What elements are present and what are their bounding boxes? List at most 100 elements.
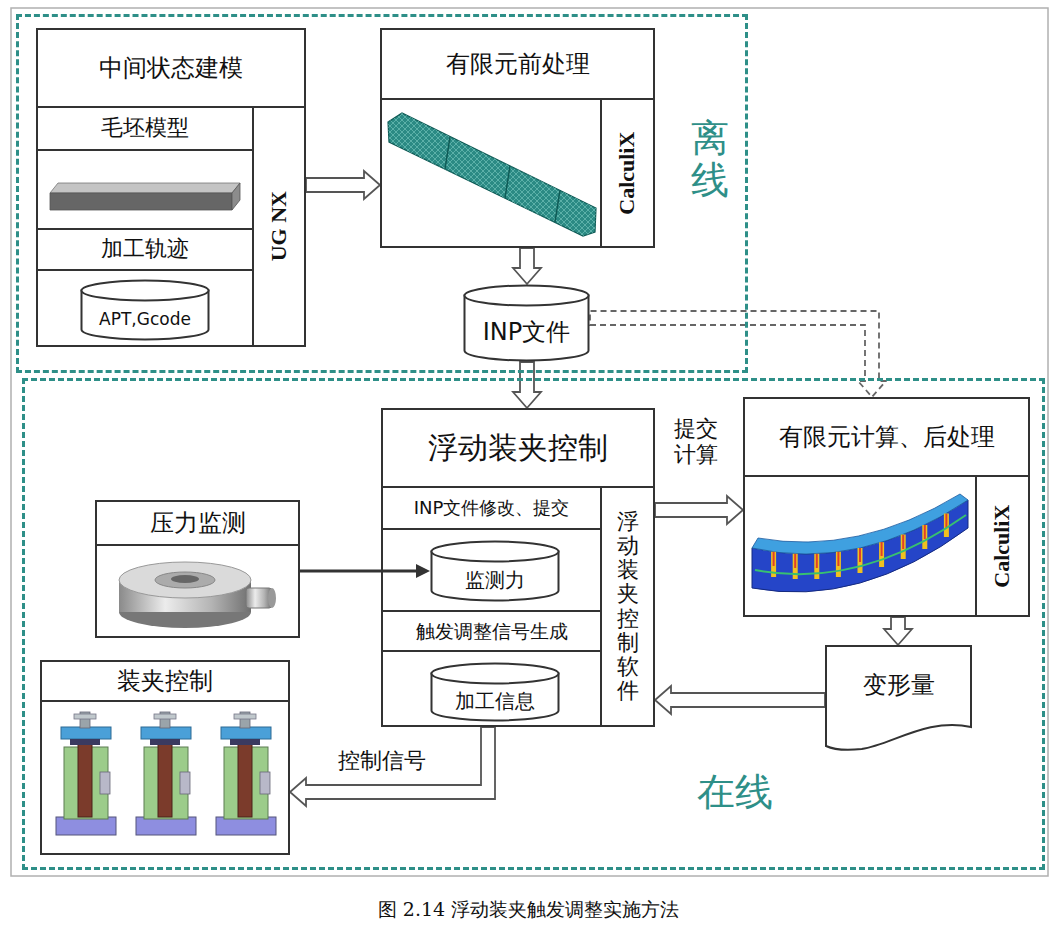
node-text: 毛坯模型 [101,115,189,141]
node-text: 有限元前处理 [446,50,590,79]
node-text: 压力监测 [150,509,246,538]
hollow-arrow [590,311,886,397]
document-shape: 变形量 [825,645,972,753]
cylinder-top [432,664,559,684]
node-text: APT,Gcode [99,309,191,329]
fe-result-picture [752,494,968,592]
beam-top [752,494,968,554]
edge-label: 提交 计算 [668,416,724,469]
process-box: 装夹控制 [40,660,290,855]
text-cell: 加工信息 [430,680,560,722]
text-cell: 监测力 [430,558,560,602]
text-cell: 压力监测 [97,502,298,546]
node-text: 有限元计算、后处理 [779,423,995,452]
node-text: CalculiX [614,131,640,214]
force-sensor-picture [119,562,276,628]
table-row: 触发调整信号生成 [383,610,600,652]
text-cell: APT,Gcode [80,297,210,341]
text-cell: INP文件修改、提交 [383,488,600,528]
connector [306,171,380,199]
cylinder-top [432,542,559,562]
bar-side [232,183,240,210]
process-box: 有限元前处理 CalculiX [380,28,655,248]
node-text: 离线 [691,118,729,202]
text-cell: 浮动装夹控制软件 [600,488,653,725]
node-text: 浮动装夹控制 [428,430,608,466]
text-cell: 触发调整信号生成 [383,612,600,650]
cylinder-top [82,281,209,301]
text-cell: UG NX [252,108,304,345]
text-cell: CalculiX [975,477,1028,615]
table-row: INP文件修改、提交 [383,488,600,530]
database-cylinder: 加工信息 [430,662,560,722]
sensor-top [119,562,251,598]
connector [513,248,541,284]
text-cell: 装夹控制 [42,662,288,702]
node-text: INP文件 [483,318,571,347]
figure-frame [11,8,1048,876]
edge-label: 控制信号 [336,748,428,774]
mesh-picture [388,113,596,236]
node-text: 在线 [697,770,773,816]
hollow-arrow [655,686,825,714]
table-row: 加工轨迹 [38,228,252,271]
hollow-arrow [513,248,541,284]
beam-band [755,515,966,574]
connector [290,727,495,806]
hollow-arrow [290,727,495,806]
dashed-region: 离线 中间状态建模 UG NX 毛坯模型加工轨迹 APT,Gcode 有限元前处理 Calc… [16,14,748,373]
text-cell: 变形量 [825,645,972,725]
node-text: UG NX [266,191,292,261]
connector [884,617,912,645]
node-text: 加工轨迹 [101,236,189,262]
document-outline [825,645,972,753]
bar-front [50,193,232,210]
mesh-grid [388,113,596,236]
text-cell: CalculiX [600,100,653,246]
process-box: 浮动装夹控制浮动装夹控制软件 INP文件修改、提交监测力触发调整信号生成加工信息 [381,408,655,727]
hollow-arrow [884,617,912,645]
node-text: 加工信息 [455,689,535,713]
table-row: 毛坯模型 [38,108,252,151]
node-text: 装夹控制 [117,667,213,696]
database-cylinder: INP文件 [463,284,590,362]
cylinder-top [465,286,589,306]
beam-ribs [774,513,947,579]
connector [655,496,743,524]
connector [655,686,825,714]
mesh-beam [388,113,596,236]
text-cell: 加工轨迹 [38,230,252,269]
process-box: 有限元计算、后处理 CalculiX [743,397,1030,617]
document-body [826,646,971,750]
connector [590,311,886,397]
blank-bar-picture [50,183,240,210]
mesh-ribs [445,137,560,222]
database-cylinder: APT,Gcode [80,279,210,341]
node-text: INP文件修改、提交 [414,497,570,519]
text-cell: INP文件 [463,302,590,362]
text-cell: 有限元计算、后处理 [745,399,1028,477]
node-text: CalculiX [989,504,1015,587]
text-cell: 浮动装夹控制 [383,410,653,488]
beam-stress [774,514,947,568]
node-text: 变形量 [863,671,935,700]
hollow-arrow [513,362,541,408]
hollow-arrow [655,496,743,524]
sensor-hole [171,575,199,583]
dashed-region: 在线 浮动装夹控制浮动装夹控制软件 INP文件修改、提交监测力触发调整信号生成加工信… [22,378,1045,870]
text-cell: 在线 [680,768,790,818]
node-text: 中间状态建模 [99,54,243,83]
text-cell: 中间状态建模 [38,30,304,108]
node-text: 触发调整信号生成 [416,620,568,643]
process-box: 压力监测 [95,500,300,638]
node-text: 监测力 [465,568,525,592]
fixture-pictures [56,712,276,835]
sensor-ring [155,572,215,588]
connector [513,362,541,408]
fixture-unit [216,712,276,835]
process-box: 中间状态建模 UG NX 毛坯模型加工轨迹 APT,Gcode [36,28,306,347]
figure-caption: 图 2.14 浮动装夹触发调整实施方法 [0,897,1057,923]
bar-top [50,183,240,193]
fixture-unit [56,712,116,835]
